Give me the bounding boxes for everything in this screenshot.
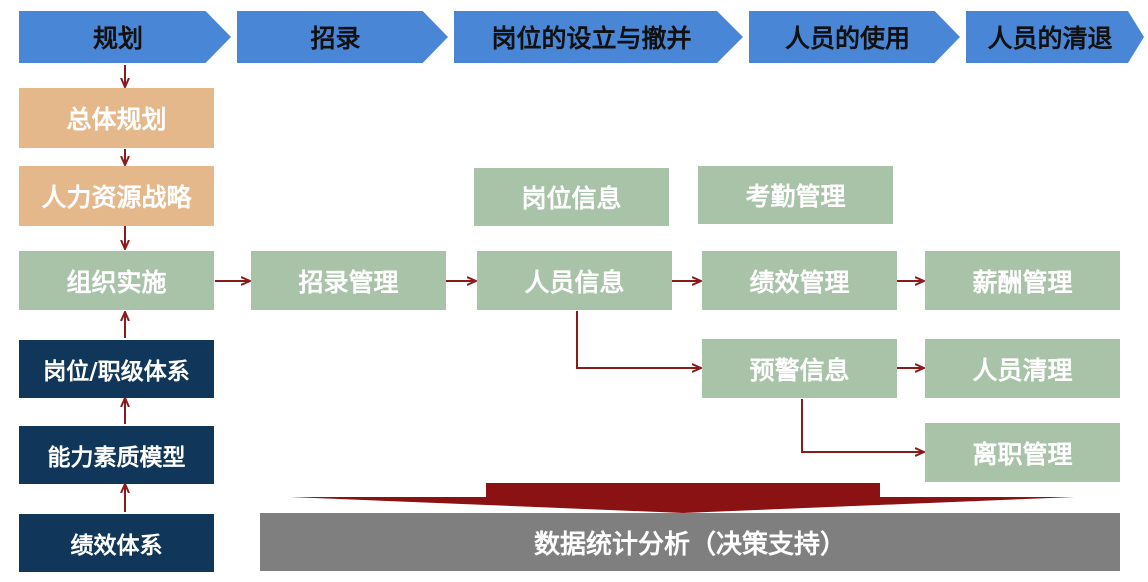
competency-model-label: 能力素质模型 bbox=[47, 445, 186, 471]
implementation-box: 组织实施 bbox=[19, 251, 214, 310]
warning-info-label: 预警信息 bbox=[749, 355, 850, 385]
position-rank-system-box: 岗位/职级体系 bbox=[19, 340, 214, 398]
performance-mgmt-box: 绩效管理 bbox=[702, 251, 897, 310]
hr-strategy-box: 人力资源战略 bbox=[19, 166, 214, 226]
salary-mgmt-box: 薪酬管理 bbox=[925, 251, 1120, 310]
stage-planning-label: 规划 bbox=[92, 24, 143, 53]
personnel-info-box: 人员信息 bbox=[477, 251, 672, 310]
personnel-info-label: 人员信息 bbox=[524, 267, 625, 297]
overall-planning-label: 总体规划 bbox=[66, 105, 167, 134]
stage-position-setup: 岗位的设立与撤并 bbox=[454, 11, 743, 63]
attendance-label: 考勤管理 bbox=[745, 182, 846, 211]
position-info-label: 岗位信息 bbox=[521, 184, 622, 213]
stage-recruitment: 招录 bbox=[237, 11, 448, 63]
arrow-warning-to-resignation bbox=[801, 399, 923, 452]
warning-info-box: 预警信息 bbox=[702, 339, 897, 398]
resignation-mgmt-label: 离职管理 bbox=[972, 439, 1073, 469]
competency-model-box: 能力素质模型 bbox=[19, 426, 214, 484]
personnel-cleanup-box: 人员清理 bbox=[925, 339, 1120, 398]
recruitment-mgmt-box: 招录管理 bbox=[251, 251, 446, 310]
recruitment-mgmt-label: 招录管理 bbox=[298, 267, 399, 297]
performance-system-box: 绩效体系 bbox=[19, 514, 214, 572]
hr-strategy-label: 人力资源战略 bbox=[41, 183, 192, 212]
arrow-personnel-to-warning bbox=[576, 311, 700, 368]
position-rank-system-label: 岗位/职级体系 bbox=[43, 359, 190, 385]
stage-position-setup-label: 岗位的设立与撤并 bbox=[491, 24, 692, 53]
stage-planning: 规划 bbox=[19, 11, 231, 63]
stage-personnel-exit-label: 人员的清退 bbox=[987, 24, 1113, 53]
personnel-cleanup-label: 人员清理 bbox=[972, 355, 1073, 385]
stage-personnel-use: 人员的使用 bbox=[749, 11, 960, 63]
position-info-box: 岗位信息 bbox=[474, 168, 669, 226]
stage-recruitment-label: 招录 bbox=[310, 24, 361, 53]
resignation-mgmt-box: 离职管理 bbox=[925, 423, 1120, 482]
salary-mgmt-label: 薪酬管理 bbox=[972, 267, 1073, 297]
attendance-box: 考勤管理 bbox=[698, 166, 893, 224]
stage-personnel-exit: 人员的清退 bbox=[966, 11, 1144, 63]
funnel-arrow bbox=[290, 483, 1075, 513]
data-analysis-bar: 数据统计分析（决策支持） bbox=[260, 513, 1120, 571]
data-analysis-label: 数据统计分析（决策支持） bbox=[533, 529, 846, 560]
performance-mgmt-label: 绩效管理 bbox=[749, 267, 850, 297]
performance-system-label: 绩效体系 bbox=[70, 533, 163, 559]
implementation-label: 组织实施 bbox=[66, 267, 167, 297]
overall-planning-box: 总体规划 bbox=[19, 88, 214, 148]
stage-personnel-use-label: 人员的使用 bbox=[784, 24, 910, 53]
